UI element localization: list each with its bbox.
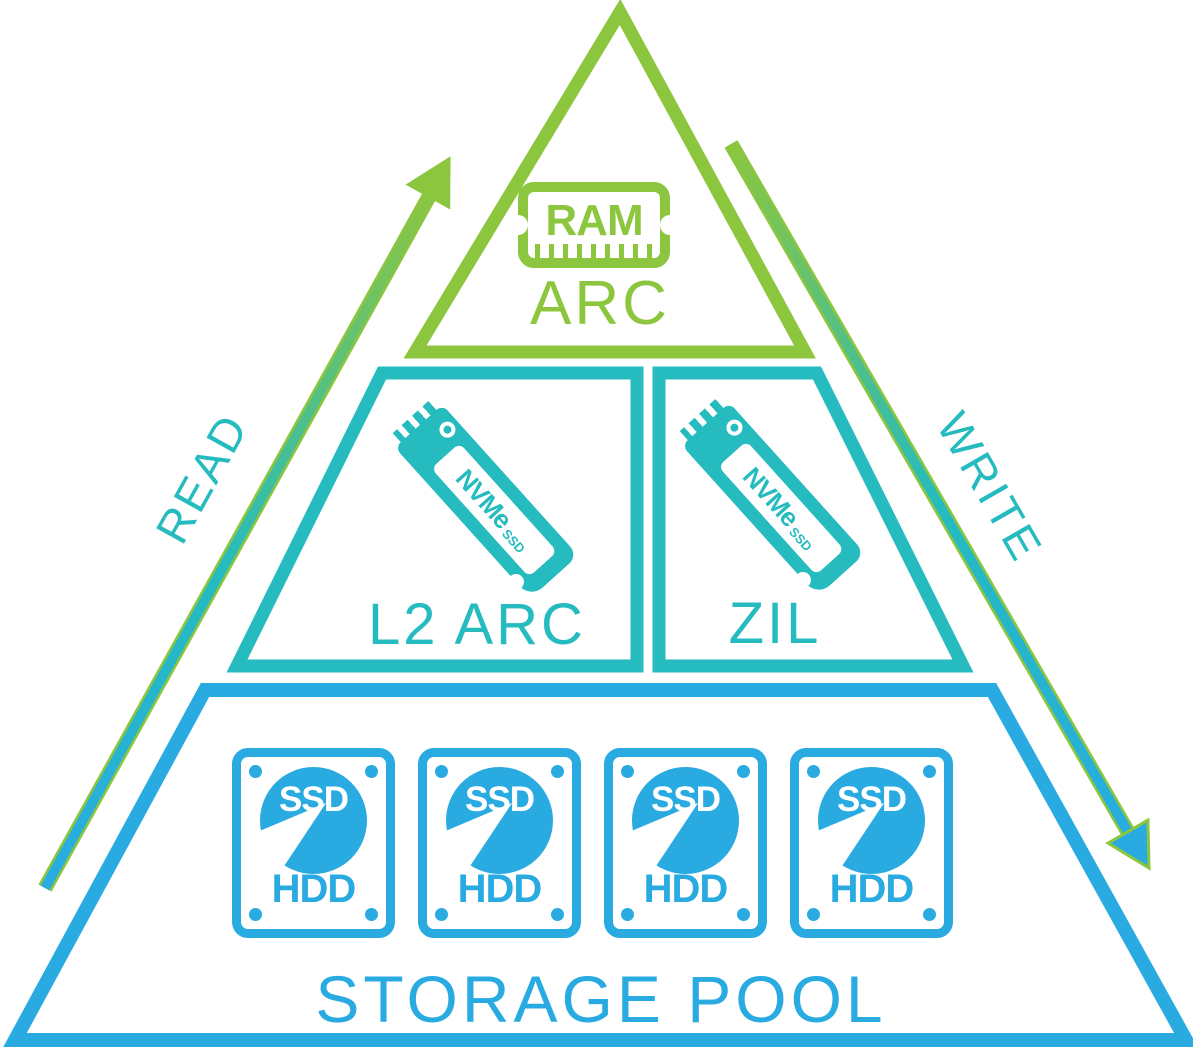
screw-dot-icon bbox=[435, 765, 448, 778]
storage-pool-outline bbox=[3, 683, 1193, 1047]
ssd-hdd-drive-icon: SSD HDD bbox=[790, 748, 953, 938]
drive-hdd-label: HDD bbox=[457, 867, 543, 911]
screw-dot-icon bbox=[365, 765, 378, 778]
drive-hdd-label: HDD bbox=[829, 867, 915, 911]
screw-dot-icon bbox=[621, 908, 634, 921]
l2arc-tier-outline bbox=[226, 366, 644, 673]
disk-platter-icon: SSD bbox=[622, 767, 739, 874]
zil-tier-outline bbox=[652, 366, 974, 673]
ram-icon-label: RAM bbox=[545, 196, 643, 245]
screw-dot-icon bbox=[923, 765, 936, 778]
screw-dot-icon bbox=[249, 765, 262, 778]
screw-dot-icon bbox=[737, 908, 750, 921]
screw-dot-icon bbox=[621, 765, 634, 778]
ssd-hdd-drive-icon: SSD HDD bbox=[418, 748, 581, 938]
l2arc-tier-label: L2 ARC bbox=[368, 592, 586, 657]
write-arrow bbox=[724, 140, 1151, 871]
arc-tier-label: ARC bbox=[530, 269, 670, 338]
disk-platter-icon: SSD bbox=[436, 767, 553, 874]
ram-notch-right bbox=[660, 215, 680, 235]
storage-pool-label: STORAGE POOL bbox=[315, 962, 887, 1036]
ram-pins bbox=[535, 244, 653, 258]
write-arrowhead-icon bbox=[1105, 817, 1151, 871]
ram-notch-left bbox=[508, 215, 528, 235]
zil-tier-label: ZIL bbox=[728, 591, 822, 656]
read-arrow bbox=[38, 156, 451, 892]
arc-tier-outline bbox=[403, 0, 816, 359]
ram-icon: RAM bbox=[508, 182, 680, 268]
screw-dot-icon bbox=[923, 908, 936, 921]
screw-dot-icon bbox=[365, 908, 378, 921]
ssd-hdd-drive-icon: SSD HDD bbox=[604, 748, 767, 938]
drive-hdd-label: HDD bbox=[271, 867, 357, 911]
screw-dot-icon bbox=[737, 765, 750, 778]
screw-dot-icon bbox=[551, 908, 564, 921]
screw-dot-icon bbox=[435, 908, 448, 921]
read-arrowhead-icon bbox=[405, 156, 451, 210]
screw-dot-icon bbox=[807, 908, 820, 921]
screw-dot-icon bbox=[551, 765, 564, 778]
disk-platter-icon: SSD bbox=[250, 767, 367, 874]
disk-platter-icon: SSD bbox=[808, 767, 925, 874]
screw-dot-icon bbox=[249, 908, 262, 921]
screw-dot-icon bbox=[807, 765, 820, 778]
ssd-hdd-drive-icon: SSD HDD bbox=[232, 748, 395, 938]
drive-hdd-label: HDD bbox=[643, 867, 729, 911]
